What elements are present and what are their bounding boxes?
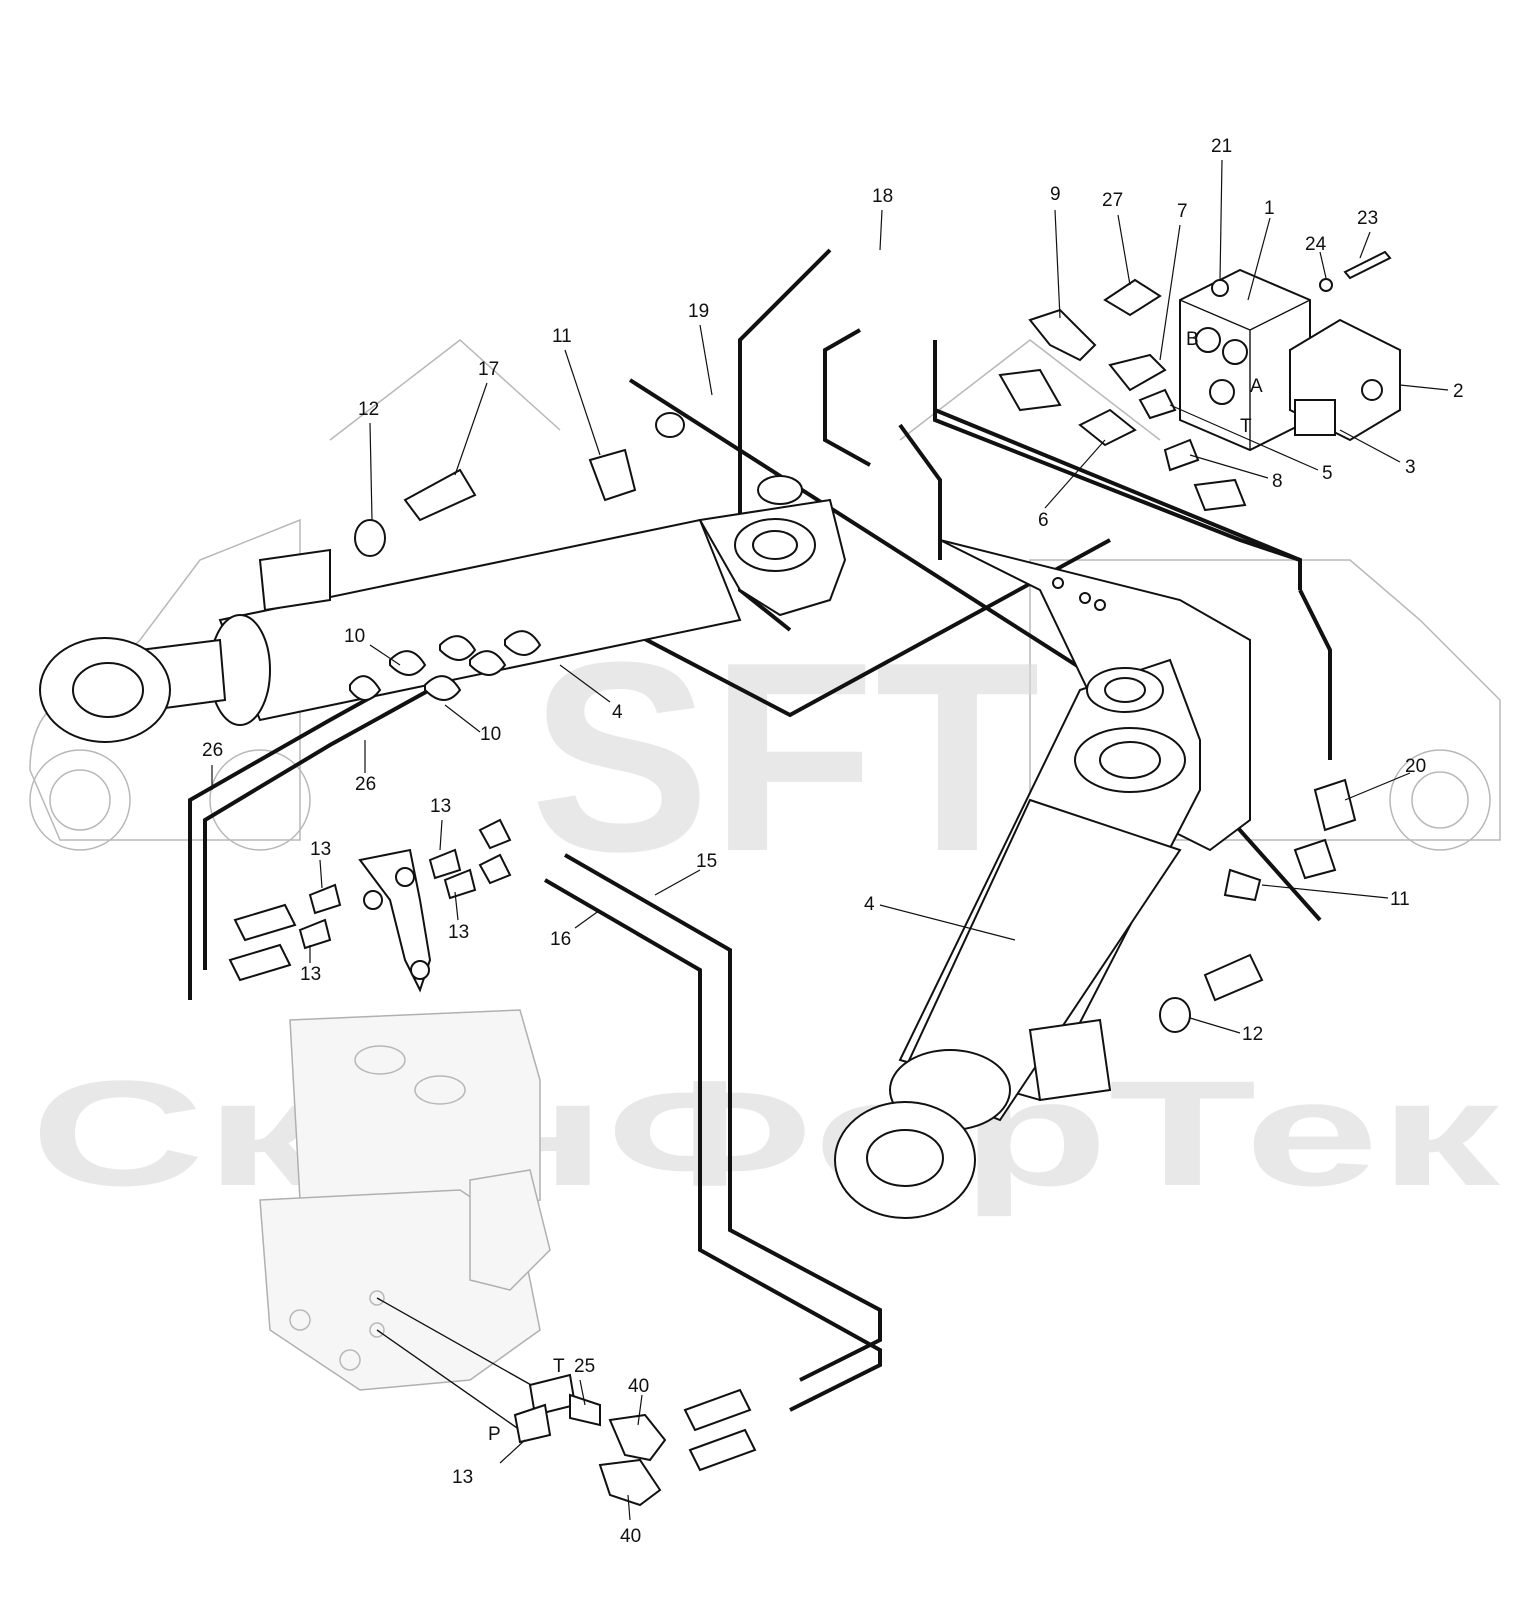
callout-18: 18 — [872, 186, 893, 207]
elbow-7 — [1108, 353, 1167, 392]
elbow-40-upper — [608, 1413, 667, 1462]
callout-13-e: 13 — [452, 1467, 473, 1488]
callout-p: P — [488, 1424, 501, 1445]
callout-1: 1 — [1264, 198, 1275, 219]
tee-6 — [1078, 408, 1137, 447]
callout-23: 23 — [1357, 208, 1378, 229]
cylinder-right — [834, 658, 1357, 1219]
port-t-label: T — [1240, 416, 1252, 437]
callout-2: 2 — [1453, 381, 1464, 402]
hose-4-upper — [579, 538, 1111, 718]
fitting-8 — [1163, 438, 1200, 472]
watermark: SFT СканФорТек — [29, 339, 1501, 1217]
callout-10-upper: 10 — [344, 626, 365, 647]
callout-10-lower: 10 — [480, 724, 501, 745]
callout-13-d: 13 — [300, 964, 321, 985]
callout-t: T — [553, 1356, 565, 1377]
hose-right-a — [933, 340, 1302, 590]
callout-20: 20 — [1405, 756, 1426, 777]
connector-3 — [1294, 399, 1336, 436]
callout-4-lower: 4 — [864, 894, 875, 915]
hose-19 — [823, 328, 871, 467]
port-a-label: A — [1250, 376, 1263, 397]
adapter-13-p — [513, 1403, 552, 1444]
hose-26-inner — [203, 638, 521, 970]
callout-12-right: 12 — [1242, 1024, 1263, 1045]
hose-end-17 — [403, 468, 477, 522]
hose-18 — [738, 248, 832, 632]
cylinder-right-barrel — [898, 798, 1182, 1122]
hose-16 — [543, 878, 882, 1412]
valve-block-assembly: B A T — [1179, 250, 1401, 452]
hose-end-20 — [1313, 778, 1357, 832]
callout-3: 3 — [1405, 457, 1416, 478]
fitting-27 — [1103, 278, 1162, 317]
callout-7: 7 — [1177, 201, 1188, 222]
callout-40-lower: 40 — [620, 1526, 641, 1547]
callout-17: 17 — [478, 359, 499, 380]
hose-right-b — [934, 408, 1301, 562]
callout-16: 16 — [550, 929, 571, 950]
mid-bracket — [228, 818, 512, 993]
hose-end-b — [1193, 478, 1247, 512]
callout-19: 19 — [688, 301, 709, 322]
callout-6: 6 — [1038, 510, 1049, 531]
washer-24 — [1319, 278, 1333, 292]
watermark-logo-text: SFT — [530, 607, 1040, 908]
cylinder-left — [39, 412, 742, 743]
hose-20 — [1298, 589, 1332, 760]
callout-4-upper: 4 — [612, 702, 623, 723]
fitting-12-left — [354, 519, 386, 557]
port-b-label: B — [1186, 329, 1199, 350]
callout-12-upper: 12 — [358, 399, 379, 420]
callout-21: 21 — [1211, 136, 1232, 157]
plug-21 — [1211, 279, 1229, 297]
callout-15: 15 — [696, 851, 717, 872]
callout-13-b: 13 — [310, 839, 331, 860]
callout-25: 25 — [574, 1356, 595, 1377]
callout-13-c: 13 — [448, 922, 469, 943]
callout-9: 9 — [1050, 184, 1061, 205]
elbow-11-left — [588, 448, 637, 502]
hose-15 — [564, 853, 882, 1382]
callout-13-a: 13 — [430, 796, 451, 817]
bolt-23 — [1343, 250, 1392, 280]
hose-end-a — [998, 368, 1062, 412]
bottom-fittings — [513, 1373, 757, 1507]
callout-26-right: 26 — [355, 774, 376, 795]
callout-26-left: 26 — [202, 740, 223, 761]
fittings-upper — [998, 278, 1247, 512]
leader-lines — [211, 159, 1449, 1521]
callout-5: 5 — [1322, 463, 1333, 484]
watermark-company-text: СканФорТек — [30, 1049, 1501, 1217]
clips-10 — [349, 630, 542, 701]
fitting-25 — [569, 1393, 601, 1427]
adapter-5 — [1138, 388, 1177, 420]
hose-mid — [898, 423, 942, 560]
tee-9 — [1028, 308, 1097, 362]
callout-24: 24 — [1305, 234, 1327, 255]
callout-11-upper: 11 — [552, 326, 572, 347]
control-valve-block — [259, 1009, 551, 1431]
elbow-40-lower — [598, 1458, 662, 1507]
callout-27: 27 — [1102, 190, 1123, 211]
callout-8: 8 — [1272, 471, 1283, 492]
callout-labels: 21 1 23 24 2 3 5 8 6 9 27 7 18 19 11 17 … — [202, 136, 1464, 1547]
elbow-11-right — [1223, 868, 1262, 902]
watermark-house-icon — [329, 339, 1161, 441]
callout-40-upper: 40 — [628, 1376, 649, 1397]
callout-11-right: 11 — [1390, 889, 1410, 910]
fitting-12-right — [1159, 997, 1191, 1033]
